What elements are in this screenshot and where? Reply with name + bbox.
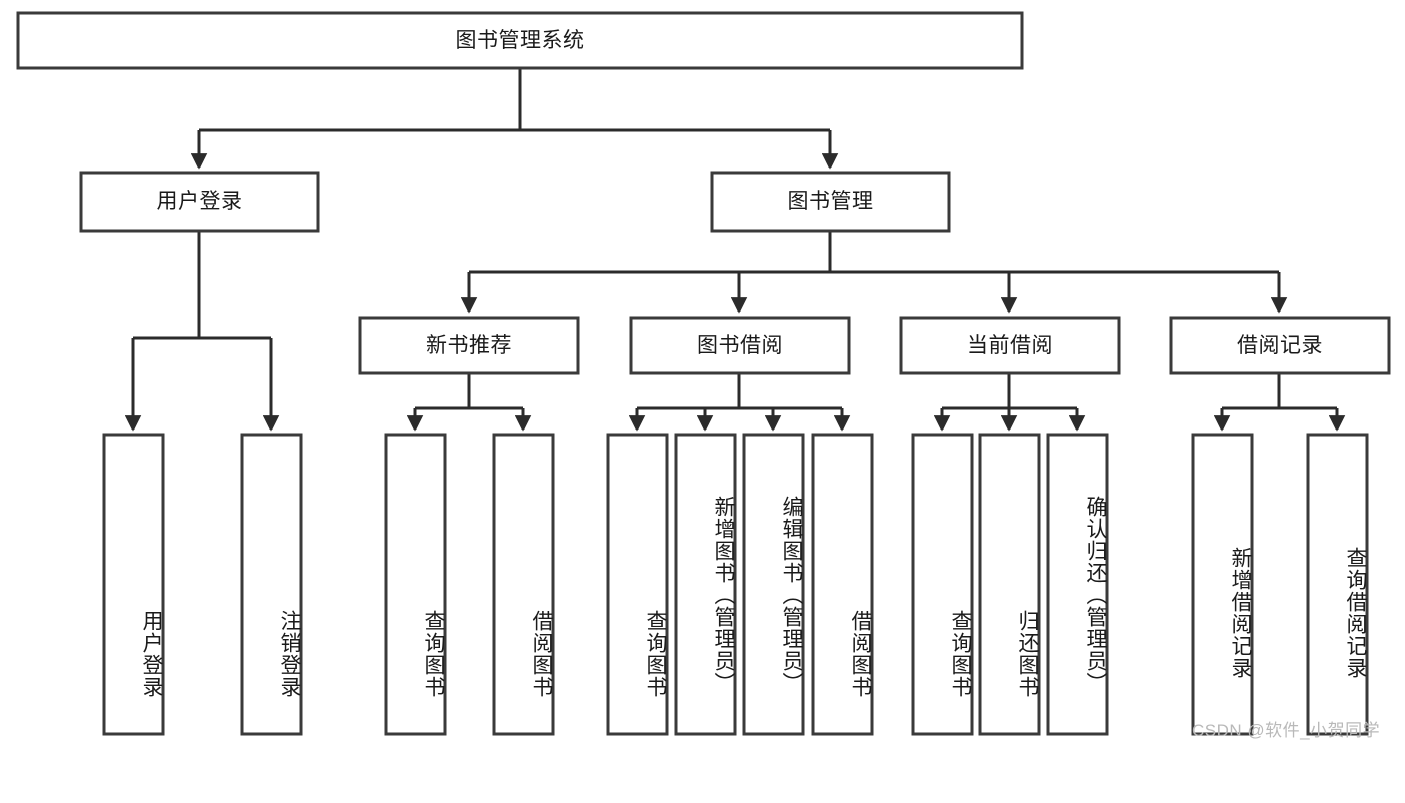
node-box-leaf-borrow-book-a[interactable] — [492, 433, 555, 736]
node-box-leaf-logout[interactable] — [240, 433, 303, 736]
node-box-current-borrow[interactable] — [899, 316, 1121, 375]
node-box-leaf-confirm-return[interactable] — [1046, 433, 1109, 736]
edge-group-new-book — [406, 373, 532, 432]
node-box-leaf-query-book-a[interactable] — [384, 433, 447, 736]
edge-group-borrow-record — [1213, 373, 1346, 432]
edge-group-root — [190, 68, 839, 170]
node-box-leaf-add-record[interactable] — [1191, 433, 1254, 736]
diagram-graphics — [16, 11, 1391, 736]
edge-group-user-login — [124, 232, 280, 432]
node-box-leaf-query-book-c[interactable] — [911, 433, 974, 736]
node-box-leaf-edit-book[interactable] — [742, 433, 805, 736]
node-box-leaf-user-login[interactable] — [102, 433, 165, 736]
node-box-new-book-recommend[interactable] — [358, 316, 580, 375]
node-box-leaf-return-book[interactable] — [978, 433, 1041, 736]
node-box-user-login[interactable] — [79, 171, 320, 233]
node-box-leaf-add-book[interactable] — [674, 433, 737, 736]
node-box-book-manage[interactable] — [710, 171, 951, 233]
node-box-leaf-borrow-book-b[interactable] — [811, 433, 874, 736]
node-box-book-borrow[interactable] — [629, 316, 851, 375]
edge-group-book-manage — [460, 232, 1288, 314]
diagram-canvas: 图书管理系统 用户登录 图书管理 新书推荐 图书借阅 当前借阅 借阅记录 用户登… — [16, 11, 1391, 740]
node-box-borrow-record[interactable] — [1169, 316, 1391, 375]
node-box-leaf-query-record[interactable] — [1306, 433, 1369, 736]
node-box-leaf-query-book-b[interactable] — [606, 433, 669, 736]
edge-group-current-borrow — [933, 373, 1086, 432]
edge-group-book-borrow — [628, 373, 851, 432]
node-box-root[interactable] — [16, 11, 1024, 70]
